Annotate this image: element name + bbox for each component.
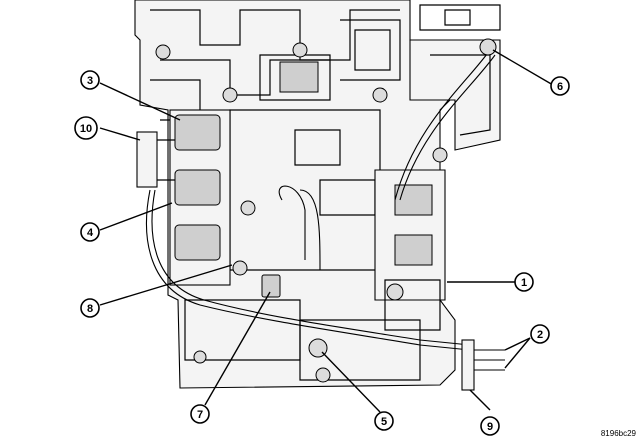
callout-8: 8 xyxy=(80,298,100,318)
solenoid-stack xyxy=(136,109,231,286)
callout-8-label: 8 xyxy=(87,303,93,315)
callout-2-label: 2 xyxy=(537,329,543,341)
callout-4: 4 xyxy=(80,222,100,242)
callout-5-label: 5 xyxy=(381,416,387,428)
callout-5: 5 xyxy=(374,411,394,431)
wiring-harness xyxy=(145,49,496,351)
callout-10: 10 xyxy=(74,116,98,140)
callout-4-label: 4 xyxy=(87,227,94,239)
callout-1-label: 1 xyxy=(521,277,527,289)
callout-3: 3 xyxy=(80,70,100,90)
callout-7-label: 7 xyxy=(197,409,203,421)
callout-9-label: 9 xyxy=(487,421,493,433)
leader-lines xyxy=(99,49,554,413)
sensor xyxy=(261,274,281,298)
callout-1: 1 xyxy=(514,272,534,292)
callout-9: 9 xyxy=(480,416,500,436)
callout-2: 2 xyxy=(530,324,550,344)
callout-10-label: 10 xyxy=(80,123,92,135)
bolts xyxy=(155,38,497,383)
callout-3-label: 3 xyxy=(87,75,93,87)
image-code: 8196bc29 xyxy=(601,429,637,438)
callout-6-label: 6 xyxy=(557,81,563,93)
callout-7: 7 xyxy=(190,404,210,424)
callout-6: 6 xyxy=(550,76,570,96)
electrical-connector xyxy=(461,339,505,391)
